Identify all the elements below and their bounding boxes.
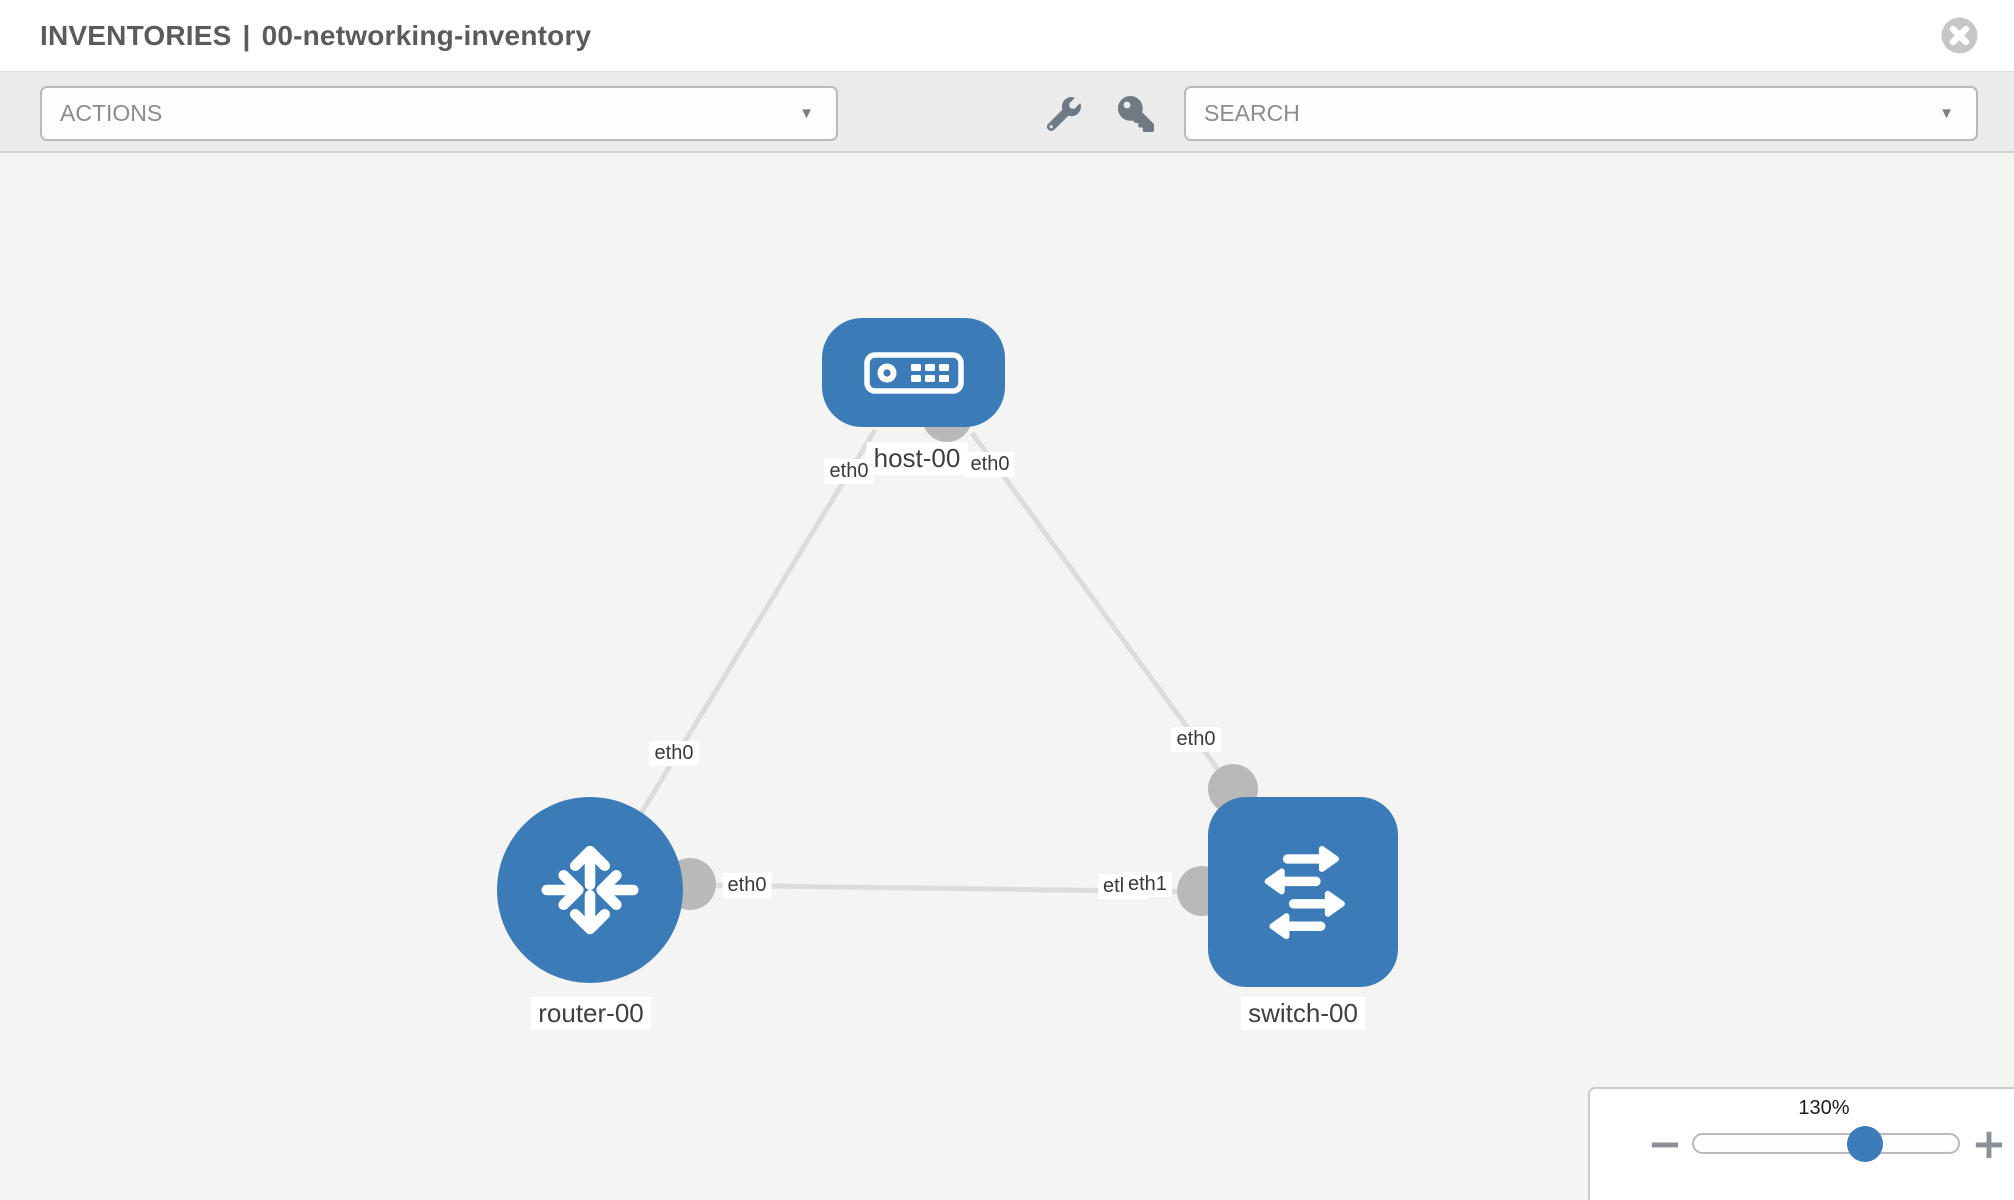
interface-label-eth0-router-right: eth0: [722, 873, 772, 898]
close-button[interactable]: [1941, 17, 1978, 54]
minus-icon: −: [1647, 1119, 1683, 1168]
crossed-arrows-icon: [541, 845, 639, 935]
inventory-name: 00-networking-inventory: [261, 19, 592, 51]
search-dropdown[interactable]: SEARCH ▼: [1184, 86, 1978, 141]
chevron-down-icon: ▼: [1939, 105, 1954, 122]
interface-label-eth0-host-left: eth0: [824, 459, 874, 484]
zoom-slider-thumb[interactable]: [1847, 1126, 1883, 1162]
switch-arrows-icon: [1264, 845, 1345, 940]
header: INVENTORIES | 00-networking-inventory: [0, 0, 2014, 71]
zoom-out-button[interactable]: −: [1643, 1122, 1687, 1166]
interface-label-eth1-switch: eth1: [1123, 872, 1172, 897]
zoom-slider-track[interactable]: [1692, 1133, 1960, 1154]
close-icon: [1941, 17, 1978, 54]
actions-dropdown-label: ACTIONS: [60, 100, 163, 126]
search-dropdown-label: SEARCH: [1204, 100, 1300, 126]
zoom-in-button[interactable]: +: [1967, 1122, 2011, 1166]
topology-links-layer: [637, 392, 1258, 916]
interface-label-eth0-link-router: eth0: [649, 741, 699, 766]
credentials-button[interactable]: [1108, 86, 1163, 141]
key-icon: [1117, 95, 1154, 132]
breadcrumb-separator: |: [242, 19, 251, 51]
topology-canvas[interactable]: host-00 router-00 switch-00 eth0 eth0 et…: [0, 153, 2014, 1200]
interface-label-eth0-host-right: eth0: [965, 452, 1015, 477]
interface-label-eth0-link-switch: eth0: [1171, 727, 1221, 752]
node-label-switch-00: switch-00: [1241, 997, 1365, 1030]
page-title: INVENTORIES | 00-networking-inventory: [40, 0, 591, 71]
zoom-level-value: 130%: [1798, 1097, 1850, 1119]
node-switch-00[interactable]: [1208, 797, 1398, 987]
node-host-00[interactable]: [822, 318, 1005, 427]
node-router-00[interactable]: [497, 797, 683, 983]
configure-button[interactable]: [1036, 86, 1091, 141]
toolbar: ACTIONS ▼ SEARCH ▼: [0, 71, 2014, 153]
actions-dropdown[interactable]: ACTIONS ▼: [40, 86, 838, 141]
chevron-down-icon: ▼: [799, 105, 814, 122]
server-icon: [863, 351, 964, 394]
node-label-host-00: host-00: [866, 442, 968, 475]
wrench-icon: [1046, 96, 1081, 131]
breadcrumb-inventories: INVENTORIES: [40, 19, 232, 51]
plus-icon: +: [1971, 1119, 2007, 1168]
node-label-router-00: router-00: [531, 997, 651, 1030]
zoom-panel: 130% − +: [1588, 1087, 2014, 1200]
